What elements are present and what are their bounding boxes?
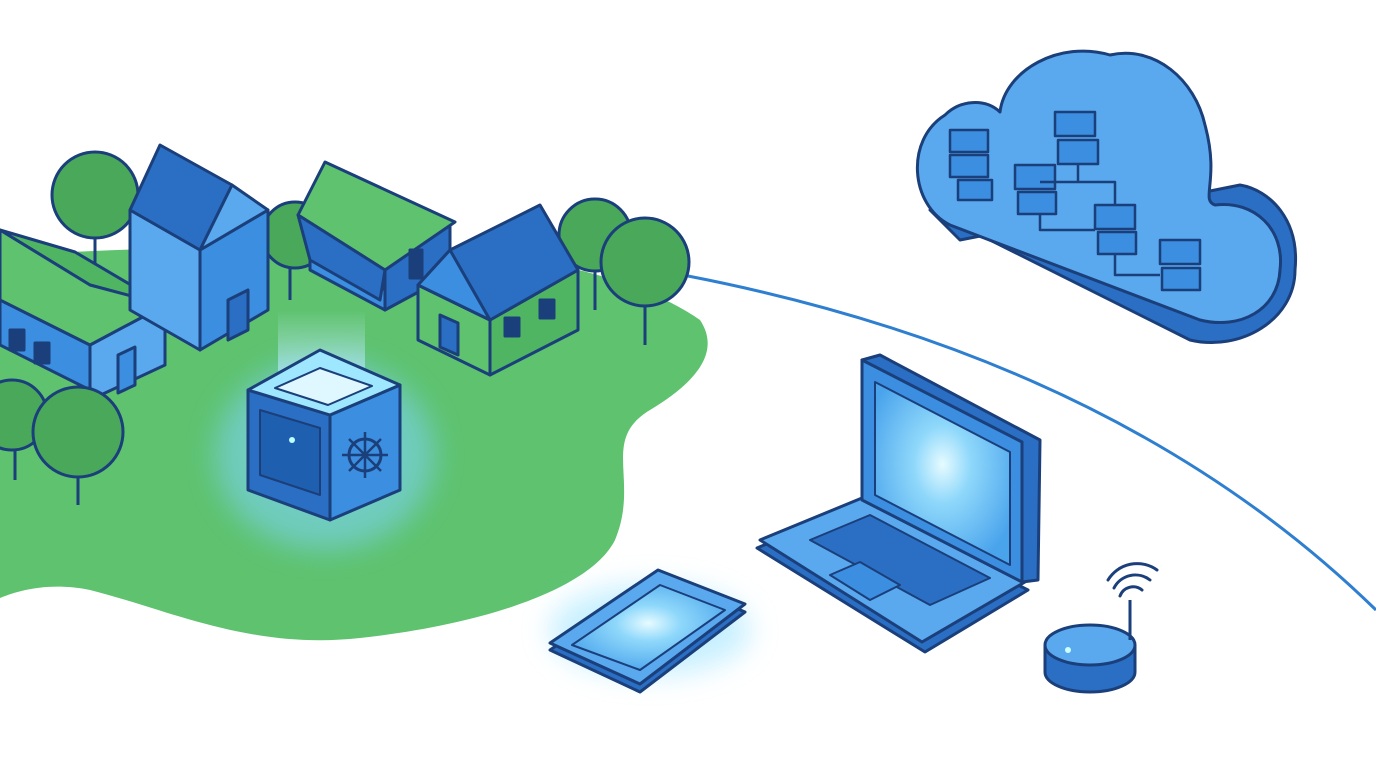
house-icon xyxy=(128,143,270,352)
smartphone-icon xyxy=(548,568,750,694)
connection-line xyxy=(687,274,1376,612)
cloud-server-icon xyxy=(915,49,1298,345)
tree-icon xyxy=(31,385,125,505)
house-icon xyxy=(296,160,457,312)
laptop-icon xyxy=(755,353,1042,654)
house-icon xyxy=(0,228,167,402)
house-icon xyxy=(416,203,580,377)
edge-server-cube-icon xyxy=(215,310,435,550)
tree-icon xyxy=(599,216,691,345)
tree-icon xyxy=(50,150,140,270)
wifi-router-icon xyxy=(1043,562,1159,694)
